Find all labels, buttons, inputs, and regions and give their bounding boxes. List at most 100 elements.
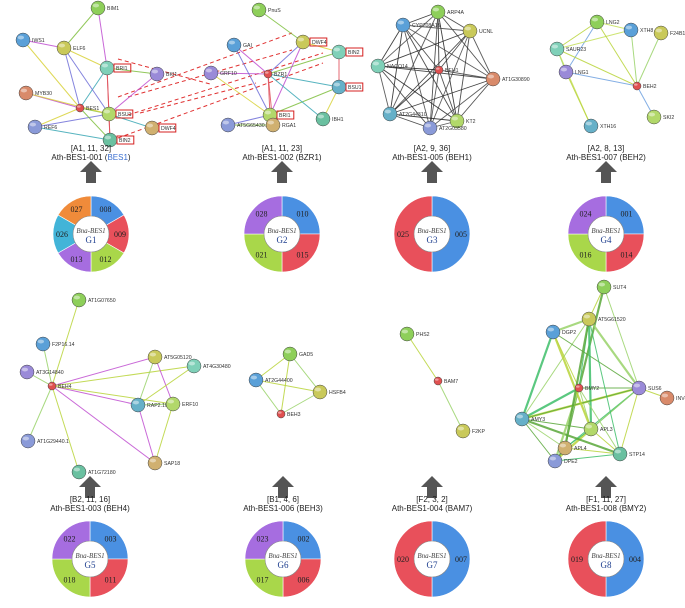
- node-label: BRI1: [279, 113, 291, 119]
- network-node: [251, 2, 267, 18]
- network-edge: [34, 113, 110, 128]
- group-label: G7: [427, 560, 438, 570]
- node-highlight: [149, 458, 157, 463]
- panel-title: Ath-BES1-003 (BEH4): [50, 504, 130, 513]
- network-node: [422, 120, 438, 136]
- node-label: F2KP: [472, 429, 486, 435]
- network-node: [433, 376, 443, 386]
- node-highlight: [633, 383, 641, 388]
- network-edge: [556, 21, 598, 50]
- network-edge: [619, 387, 640, 455]
- network-node: [99, 60, 115, 76]
- arrow-head: [595, 161, 617, 172]
- network-node: [71, 464, 87, 480]
- node-label: INV-E: [676, 396, 685, 402]
- node-highlight: [146, 123, 154, 128]
- network-edge: [137, 404, 156, 464]
- segment-label: 018: [63, 576, 75, 585]
- network-g4: LNG2XTH8F24B18.11SAUR23LNG1BEH2XTH16SKI2: [549, 14, 685, 134]
- node-label: GAD5: [299, 352, 313, 358]
- node-highlight: [317, 114, 325, 119]
- network-node: [455, 423, 471, 439]
- network-edge: [402, 24, 431, 129]
- network-edge: [389, 24, 404, 115]
- node-highlight: [205, 68, 213, 73]
- network-node: [248, 372, 264, 388]
- network-node: [295, 34, 311, 50]
- network-edge: [137, 356, 156, 406]
- node-label: BES1: [86, 106, 99, 112]
- network-edge: [269, 86, 340, 116]
- network-edge: [108, 73, 158, 115]
- node-label: LNG2: [606, 20, 620, 26]
- network-edge: [554, 428, 592, 462]
- network-node: [558, 64, 574, 80]
- network-edge: [521, 418, 556, 462]
- segment-label: 008: [100, 205, 112, 214]
- center-text: Bna-BES1: [76, 227, 105, 235]
- segment-label: 023: [256, 534, 268, 543]
- node-label: MYB30: [35, 91, 52, 97]
- network-edge: [389, 78, 494, 115]
- network-node: [646, 109, 662, 125]
- segment-label: 010: [297, 209, 309, 218]
- node-highlight: [372, 61, 380, 66]
- center-text: Bna-BES1: [268, 552, 297, 560]
- network-node: [612, 446, 628, 462]
- network-edge: [51, 385, 156, 464]
- node-label: AMY3: [531, 417, 545, 423]
- network-edge: [25, 92, 110, 115]
- network-edge: [51, 385, 139, 406]
- node-highlight: [297, 37, 305, 42]
- network-node: [147, 455, 163, 471]
- node-label: AT5G65430.3: [237, 123, 269, 129]
- network-edge: [556, 48, 638, 87]
- node-label: AT2G44400: [265, 378, 293, 384]
- panel-code: [A2, 8, 13]: [588, 144, 624, 153]
- highlight-box: [345, 82, 364, 92]
- node-highlight: [58, 43, 66, 48]
- node-label: CYP708A1&: [412, 23, 442, 29]
- arrow-shaft: [601, 171, 611, 183]
- node-highlight: [20, 88, 28, 93]
- network-node: [545, 324, 561, 340]
- panel-title: Ath-BES1-002 (BZR1): [242, 153, 321, 162]
- node-label: AT1G30890: [502, 77, 530, 83]
- group-label: G1: [86, 235, 97, 245]
- node-highlight: [625, 25, 633, 30]
- node-label: BRI1: [116, 66, 128, 72]
- node-label: AT5G61520: [598, 317, 626, 323]
- network-node: [631, 380, 647, 396]
- segment-label: 013: [71, 255, 83, 264]
- panel-title: Ath-BES1-008 (BMY2): [566, 504, 647, 513]
- node-highlight: [149, 352, 157, 357]
- node-highlight: [591, 17, 599, 22]
- network-edge: [280, 353, 291, 415]
- node-highlight: [464, 26, 472, 31]
- panel-header-g2: [A1, 11, 23]Ath-BES1-002 (BZR1): [242, 144, 322, 183]
- node-label: SUS6: [648, 386, 662, 392]
- network-node: [220, 117, 236, 133]
- network-node: [282, 346, 298, 362]
- network-edge: [63, 47, 110, 115]
- network-edge: [63, 47, 81, 109]
- node-highlight: [228, 40, 236, 45]
- network-node: [632, 81, 642, 91]
- node-highlight: [598, 282, 606, 287]
- arrow-shaft: [427, 171, 437, 183]
- segment-label: 022: [63, 534, 75, 543]
- highlight-box: [158, 123, 177, 133]
- panel-header-g3: [A2, 9, 36]Ath-BES1-005 (BEH1): [392, 144, 472, 183]
- network-edge: [438, 69, 458, 122]
- network-edge: [437, 380, 464, 432]
- node-label: DGP2: [562, 330, 576, 336]
- segment-label: 011: [105, 576, 117, 585]
- network-edge: [27, 385, 53, 442]
- node-highlight: [487, 74, 495, 79]
- network-node: [165, 396, 181, 412]
- network-edge: [588, 318, 621, 455]
- network-edge: [137, 365, 195, 406]
- network-edge: [233, 44, 269, 75]
